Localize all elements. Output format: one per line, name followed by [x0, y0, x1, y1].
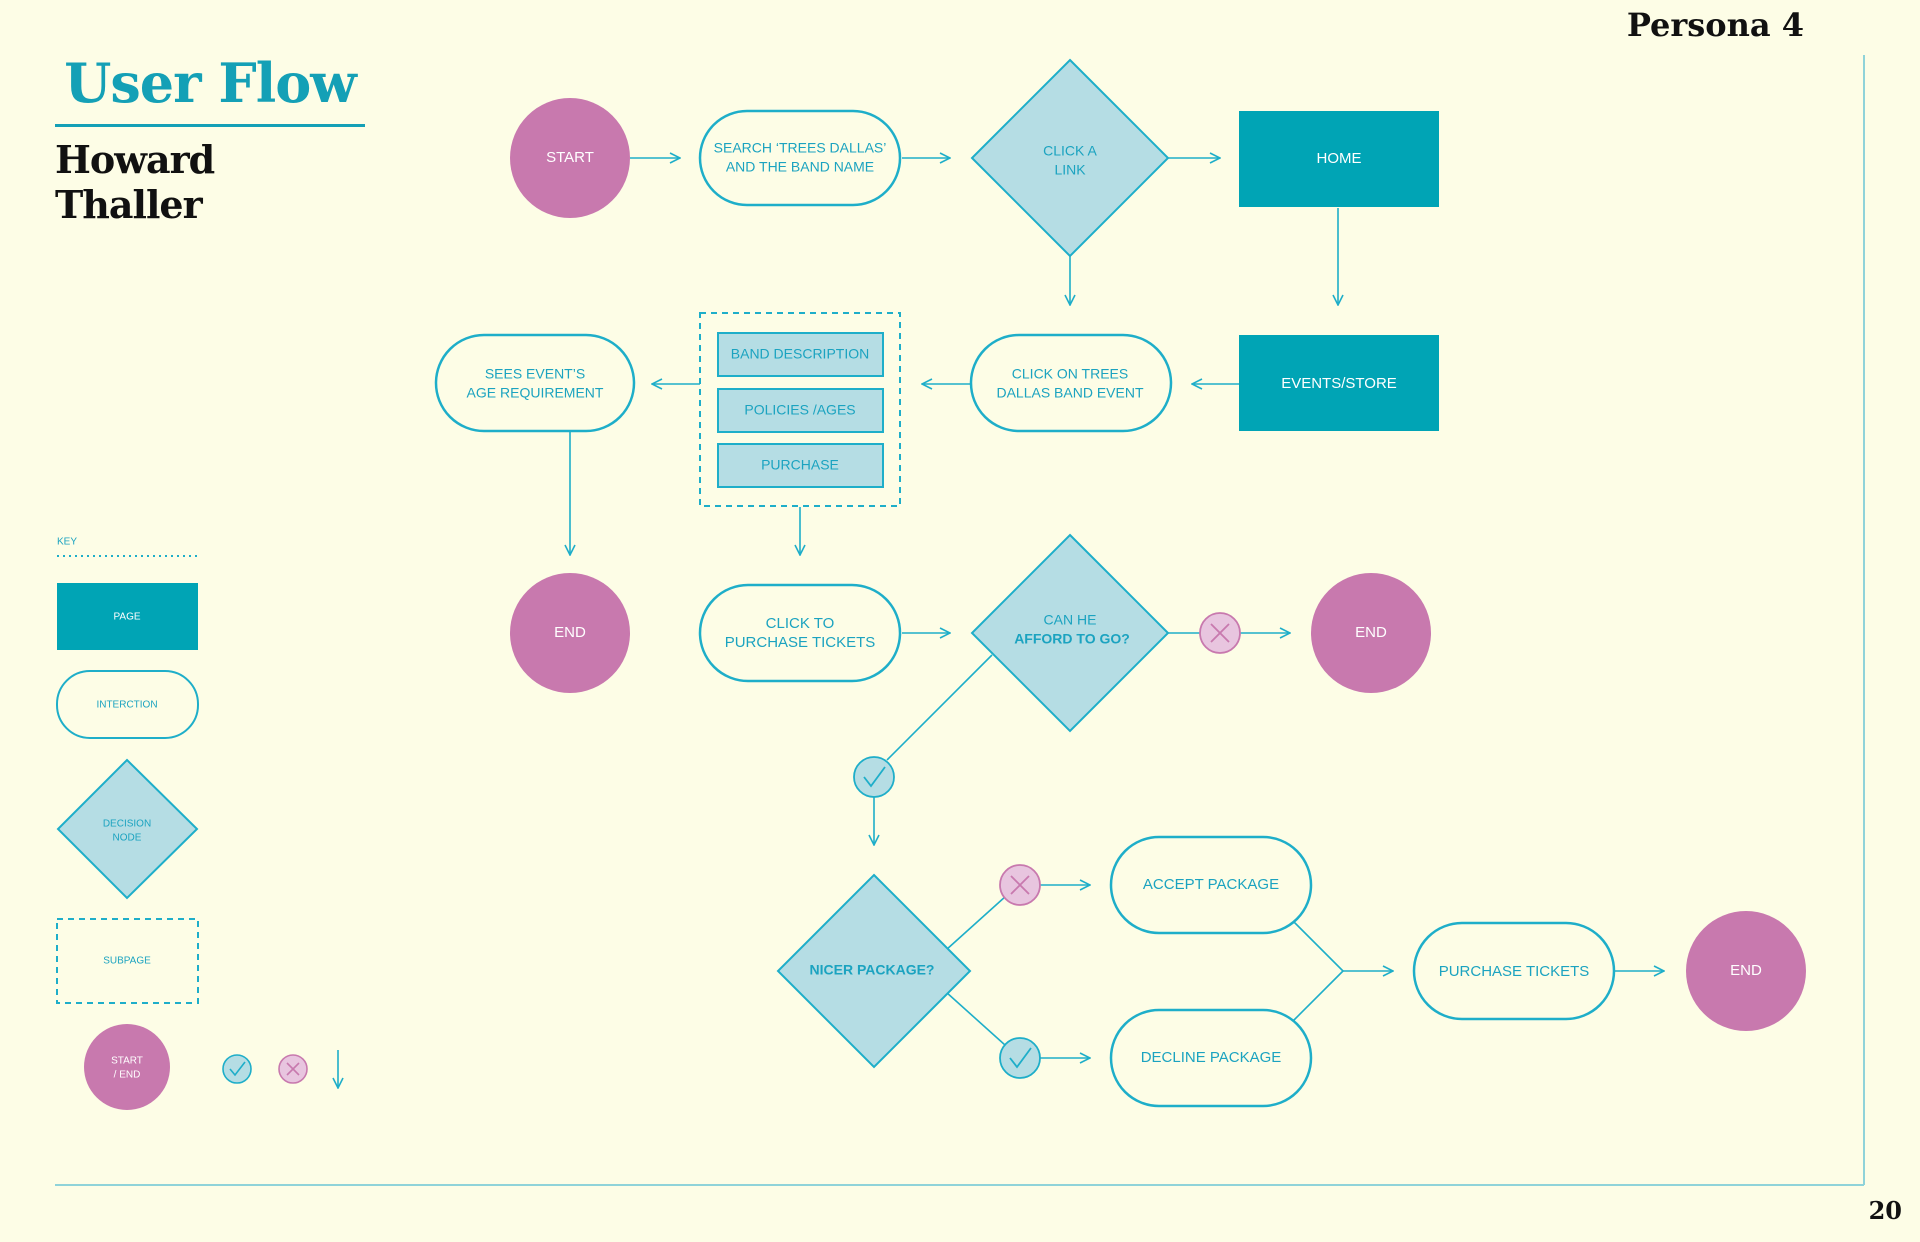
page-title: User Flow	[64, 51, 356, 115]
page-number: 20	[1868, 1196, 1902, 1225]
purchase-tickets-interaction: PURCHASE TICKETS	[1412, 921, 1616, 1021]
start-node: START	[510, 98, 630, 218]
nicer-no-badge	[999, 864, 1041, 906]
afford-yes-badge	[853, 756, 895, 798]
check-mark-icon	[229, 1061, 246, 1077]
end-1-label: END	[554, 624, 586, 641]
legend-page: PAGE	[57, 583, 198, 650]
legend-interaction-label: INTERCTION	[96, 700, 157, 711]
purchase-label: PURCHASE	[761, 457, 839, 473]
accept-package-interaction: ACCEPT PACKAGE	[1109, 835, 1313, 935]
band-subpage: BAND DESCRIPTION POLICIES /AGES PURCHASE	[699, 312, 901, 507]
legend-start-end-label-line-2: / END	[114, 1070, 141, 1081]
line-decline-merge	[1293, 970, 1344, 1021]
events-store-page: EVENTS/STORE	[1239, 335, 1439, 431]
legend-subpage-label: SUBPAGE	[103, 956, 151, 967]
nicer-yes-badge	[999, 1037, 1041, 1079]
persona-label: Persona 4	[1626, 6, 1804, 44]
click-purchase-interaction: CLICK TO PURCHASE TICKETS	[698, 583, 902, 683]
afford-no-badge	[1199, 612, 1241, 654]
legend-decision: DECISION NODE	[56, 758, 199, 900]
legend-start-end: START / END	[84, 1024, 170, 1110]
click-trees-label-line-1: CLICK ON TREES	[1012, 366, 1128, 382]
x-mark-icon	[1210, 623, 1230, 643]
x-mark-icon	[1010, 875, 1030, 895]
end-node-1: END	[510, 573, 630, 693]
purchase-tickets-label: PURCHASE TICKETS	[1439, 963, 1590, 980]
click-link-label-line-2: LINK	[1054, 162, 1086, 178]
line-nicer-to-yes	[945, 991, 1006, 1046]
line-nicer-to-no	[945, 895, 1007, 951]
search-label-line-2: AND THE BAND NAME	[726, 159, 874, 175]
band-description-label: BAND DESCRIPTION	[731, 346, 869, 362]
search-label-line-1: SEARCH ‘TREES DALLAS’	[714, 140, 887, 156]
title-underline	[55, 124, 365, 127]
end-3-label: END	[1730, 962, 1762, 979]
legend-yes-badge	[222, 1054, 252, 1084]
sees-age-interaction: SEES EVENT’S AGE REQUIREMENT	[434, 333, 636, 433]
decline-package-label: DECLINE PACKAGE	[1141, 1049, 1282, 1066]
legend-title: KEY	[57, 537, 77, 548]
sees-age-label-line-1: SEES EVENT’S	[485, 366, 585, 382]
line-afford-to-yes	[886, 654, 993, 761]
legend-no-badge	[278, 1054, 308, 1084]
connectors	[570, 158, 1664, 1058]
purchase-page: PURCHASE	[717, 443, 884, 488]
legend-subpage: SUBPAGE	[56, 918, 199, 1004]
end-2-label: END	[1355, 624, 1387, 641]
accept-package-label: ACCEPT PACKAGE	[1143, 876, 1279, 893]
sees-age-label-line-2: AGE REQUIREMENT	[467, 385, 604, 401]
click-link-label-line-1: CLICK A	[1043, 143, 1097, 159]
legend-start-end-label-line-1: START	[111, 1056, 143, 1067]
end-node-2: END	[1311, 573, 1431, 693]
events-store-label: EVENTS/STORE	[1281, 375, 1397, 392]
decline-package-interaction: DECLINE PACKAGE	[1109, 1008, 1313, 1108]
nicer-package-label: NICER PACKAGE?	[810, 962, 935, 978]
legend-page-label: PAGE	[113, 612, 140, 623]
band-description-page: BAND DESCRIPTION	[717, 332, 884, 377]
click-trees-interaction: CLICK ON TREES DALLAS BAND EVENT	[969, 333, 1173, 433]
search-interaction: SEARCH ‘TREES DALLAS’ AND THE BAND NAME	[698, 109, 902, 207]
afford-label-line-1: CAN HE	[1044, 612, 1097, 628]
start-label: START	[546, 149, 594, 166]
legend: KEY PAGE INTERCTION DECISION NODE SUBPAG…	[56, 537, 338, 1110]
end-node-3: END	[1686, 911, 1806, 1031]
legend-interaction: INTERCTION	[56, 670, 199, 739]
click-link-decision: CLICK A LINK	[970, 58, 1170, 258]
line-accept-merge	[1293, 921, 1344, 972]
afford-label-line-2: AFFORD TO GO?	[1014, 631, 1130, 647]
title-block: User Flow Howard Thaller	[55, 50, 365, 227]
nicer-package-decision: NICER PACKAGE?	[776, 873, 972, 1069]
click-purchase-label-line-1: CLICK TO	[766, 615, 835, 632]
home-label: HOME	[1317, 150, 1362, 167]
check-mark-icon	[1009, 1047, 1032, 1069]
policies-page: POLICIES /AGES	[717, 388, 884, 433]
legend-decision-label-line-2: NODE	[113, 833, 142, 844]
policies-label: POLICIES /AGES	[744, 402, 855, 418]
check-mark-icon	[863, 766, 886, 788]
click-purchase-label-line-2: PURCHASE TICKETS	[725, 634, 876, 651]
afford-decision: CAN HE AFFORD TO GO?	[970, 533, 1170, 733]
legend-decision-label-line-1: DECISION	[103, 819, 151, 830]
persona-name: Howard Thaller	[55, 137, 215, 227]
x-mark-icon	[286, 1062, 300, 1076]
click-trees-label-line-2: DALLAS BAND EVENT	[996, 385, 1143, 401]
home-page: HOME	[1239, 111, 1439, 207]
